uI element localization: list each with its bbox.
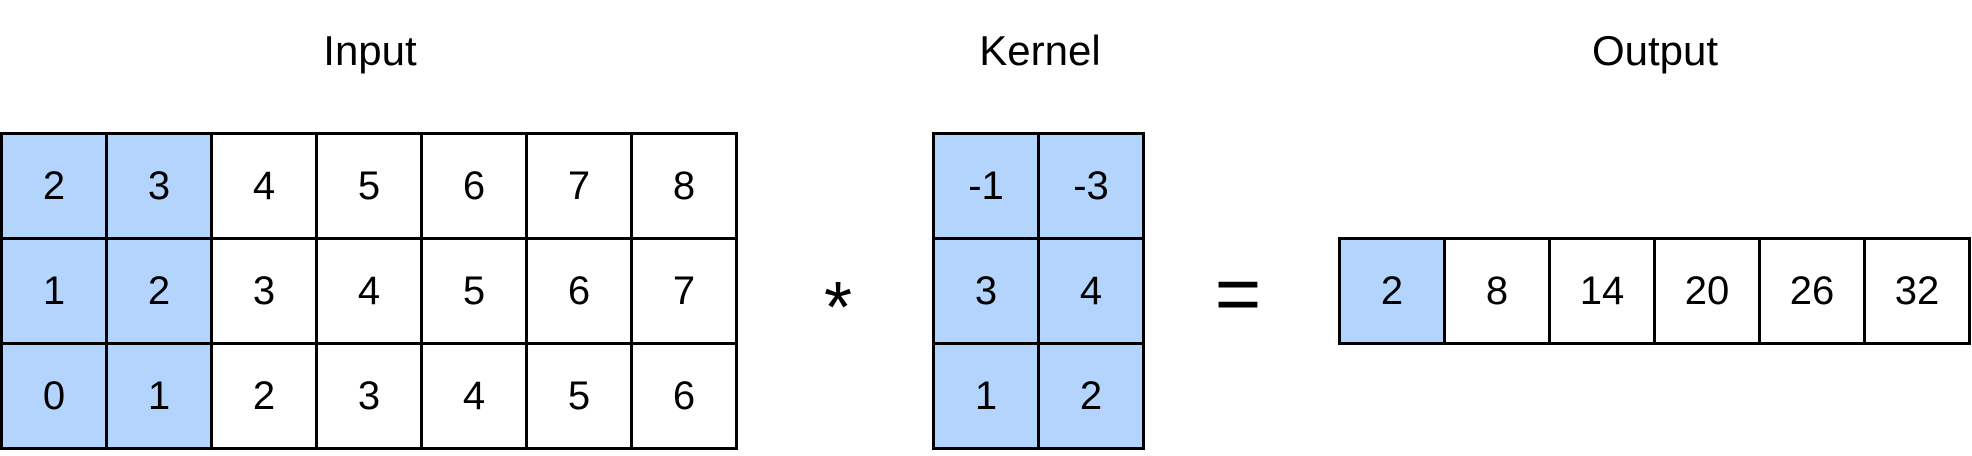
- input-cell-r0-c5: 7: [528, 135, 633, 240]
- input-cell-r1-c3: 4: [318, 240, 423, 345]
- input-cell-r2-c1: 1: [108, 345, 213, 450]
- input-cell-r2-c0: 0: [3, 345, 108, 450]
- input-title: Input: [323, 27, 417, 74]
- output-cell-r0-c5: 32: [1866, 240, 1971, 345]
- input-cell-r0-c3: 5: [318, 135, 423, 240]
- input-cell-r2-c2: 2: [213, 345, 318, 450]
- output-title: Output: [1591, 27, 1719, 74]
- input-cell-r1-c1: 2: [108, 240, 213, 345]
- kernel-cell-r2-c1: 2: [1040, 345, 1145, 450]
- input-cell-r0-c1: 3: [108, 135, 213, 240]
- input-cell-r0-c6: 8: [633, 135, 738, 240]
- output-cell-r0-c3: 20: [1656, 240, 1761, 345]
- input-cell-r0-c4: 6: [423, 135, 528, 240]
- input-cell-r2-c4: 4: [423, 345, 528, 450]
- kernel-cell-r1-c1: 4: [1040, 240, 1145, 345]
- equals-operator: =: [1214, 249, 1262, 338]
- kernel-cell-r0-c0: -1: [935, 135, 1040, 240]
- input-cell-r1-c6: 7: [633, 240, 738, 345]
- output-cell-r0-c2: 14: [1551, 240, 1656, 345]
- output-cell-r0-c0: 2: [1341, 240, 1446, 345]
- convolution-operator: *: [823, 268, 853, 348]
- input-cell-r2-c5: 5: [528, 345, 633, 450]
- input-cell-r1-c4: 5: [423, 240, 528, 345]
- input-cell-r1-c5: 6: [528, 240, 633, 345]
- kernel-cell-r0-c1: -3: [1040, 135, 1145, 240]
- input-cell-r1-c0: 1: [3, 240, 108, 345]
- input-cell-r0-c0: 2: [3, 135, 108, 240]
- input-cell-r0-c2: 4: [213, 135, 318, 240]
- kernel-cell-r1-c0: 3: [935, 240, 1040, 345]
- output-cell-r0-c4: 26: [1761, 240, 1866, 345]
- kernel-title: Kernel: [979, 27, 1101, 74]
- input-cell-r2-c3: 3: [318, 345, 423, 450]
- output-cell-r0-c1: 8: [1446, 240, 1551, 345]
- input-cell-r2-c6: 6: [633, 345, 738, 450]
- input-cell-r1-c2: 3: [213, 240, 318, 345]
- kernel-cell-r2-c0: 1: [935, 345, 1040, 450]
